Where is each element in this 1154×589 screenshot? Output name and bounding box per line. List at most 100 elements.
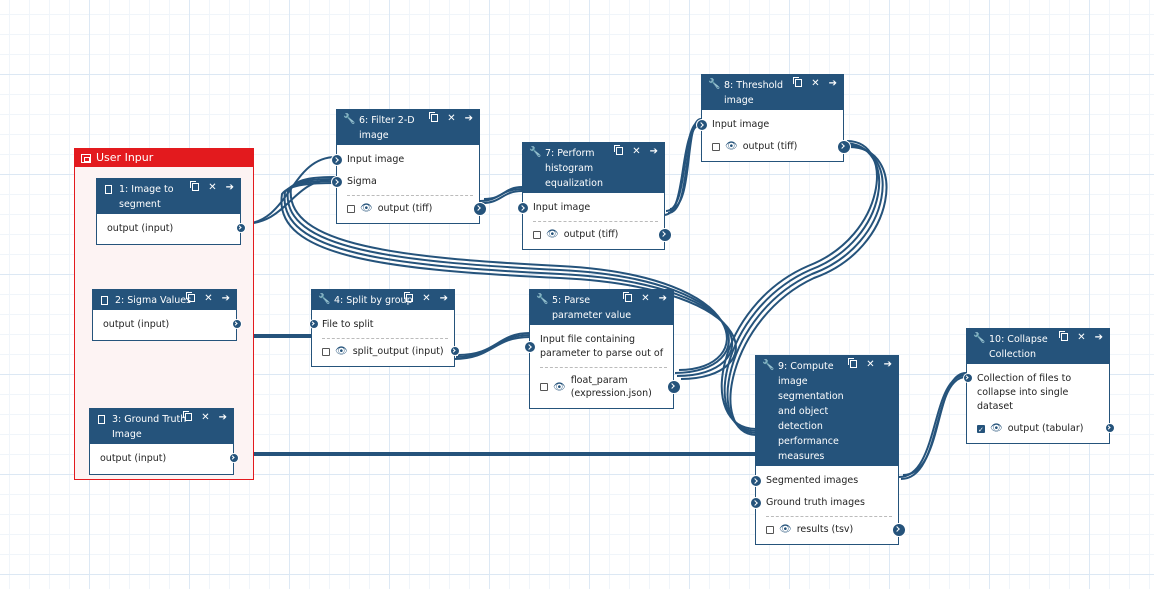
node-title-bar[interactable]: 🔧 9: Compute image segmentation and obje… [756,356,898,466]
node-title-bar[interactable]: 🔧 6: Filter 2-D image ✕ ➔ [337,110,479,145]
copy-icon[interactable] [404,292,414,302]
output-label: float_param (expression.json) [570,375,652,399]
close-icon[interactable]: ✕ [201,412,210,423]
node-title-bar[interactable]: 🔧 8: Threshold image ✕ ➔ [702,75,843,110]
copy-icon[interactable] [429,112,439,122]
node-image-to-segment[interactable]: 1: Image to segment ✕ ➔ output (input) [96,178,246,245]
node-title-bar[interactable]: 3: Ground Truth Image ✕ ➔ [90,409,233,444]
output-checkbox[interactable] [766,525,774,534]
eye-icon[interactable]: 👁 [360,203,373,214]
input-terminal[interactable] [309,319,319,329]
output-checkbox[interactable] [540,383,548,391]
input-terminal[interactable] [750,475,762,487]
arrow-right-icon[interactable]: ➔ [649,146,658,157]
eye-icon[interactable]: 👁 [779,524,792,535]
input-terminal[interactable] [524,341,536,353]
arrow-right-icon[interactable]: ➔ [658,293,667,304]
close-icon[interactable]: ✕ [208,182,217,193]
output-terminal[interactable] [667,380,681,394]
input-terminal[interactable] [331,176,343,188]
arrow-right-icon[interactable]: ➔ [1094,332,1103,343]
close-icon[interactable]: ✕ [811,78,820,89]
close-icon[interactable]: ✕ [866,359,875,370]
eye-icon[interactable]: 👁 [335,346,348,357]
output-label: output (input) [100,453,167,464]
close-icon[interactable]: ✕ [632,146,641,157]
output-label: results (tsv) [796,524,854,535]
node-collapse-collection[interactable]: 🔧 10: Collapse Collection ✕ ➔ Collection… [963,328,1115,444]
node-output: 👁 output (tiff) [712,136,851,157]
output-terminal[interactable] [450,345,460,356]
node-filter-2d-image[interactable]: 🔧 6: Filter 2-D image ✕ ➔ Input image Si… [331,109,487,224]
connection-n9-to-n10 [898,372,967,480]
node-title-bar[interactable]: 1: Image to segment ✕ ➔ [97,179,240,214]
close-icon[interactable]: ✕ [204,293,213,304]
output-terminal[interactable] [232,319,242,329]
output-checkbox[interactable] [533,230,541,239]
node-histogram-equalization[interactable]: 🔧 7: Perform histogram equalization ✕ ➔ … [517,142,672,250]
node-input: Collection of files to collapse into sin… [963,368,1103,418]
node-output: 👁 output (tabular) [977,418,1115,439]
copy-icon[interactable] [186,292,196,302]
arrow-right-icon[interactable]: ➔ [828,78,837,89]
node-title-bar[interactable]: 🔧 7: Perform histogram equalization ✕ ➔ [523,143,664,193]
input-terminal[interactable] [963,373,973,383]
eye-icon[interactable]: 👁 [725,141,738,152]
node-compute-segmentation-measures[interactable]: 🔧 9: Compute image segmentation and obje… [750,355,906,545]
close-icon[interactable]: ✕ [422,293,431,304]
input-terminal[interactable] [750,497,762,509]
node-parse-parameter-value[interactable]: 🔧 5: Parse parameter value ✕ ➔ Input fil… [524,289,681,409]
copy-icon[interactable] [623,292,633,302]
output-terminal[interactable] [837,139,851,154]
file-icon [101,296,108,305]
output-terminal[interactable] [236,223,246,233]
output-terminal[interactable] [1105,422,1115,433]
output-label: output (input) [107,223,174,234]
arrow-right-icon[interactable]: ➔ [883,359,892,370]
output-terminal[interactable] [658,227,672,242]
node-input: Input image [696,114,837,136]
copy-icon[interactable] [793,77,803,87]
node-title-bar[interactable]: 🔧 5: Parse parameter value ✕ ➔ [530,290,673,325]
node-title-bar[interactable]: 2: Sigma Values ✕ ➔ [93,290,236,310]
copy-icon[interactable] [614,145,624,155]
input-terminal[interactable] [517,202,529,214]
output-terminal[interactable] [892,522,906,537]
node-split-by-group[interactable]: 🔧 4: Split by group ✕ ➔ File to split 👁 … [309,289,460,367]
output-checkbox[interactable] [712,142,720,151]
node-sigma-values[interactable]: 2: Sigma Values ✕ ➔ output (input) [92,289,242,341]
output-terminal[interactable] [229,453,239,463]
copy-icon[interactable] [848,358,858,368]
input-terminal[interactable] [696,119,708,131]
close-icon[interactable]: ✕ [641,293,650,304]
node-title-bar[interactable]: 🔧 10: Collapse Collection ✕ ➔ [967,329,1109,364]
node-ground-truth-image[interactable]: 3: Ground Truth Image ✕ ➔ output (input) [89,408,239,475]
arrow-right-icon[interactable]: ➔ [464,113,473,124]
arrow-right-icon[interactable]: ➔ [218,412,227,423]
output-label: output (tabular) [1007,423,1084,434]
output-checkbox[interactable] [977,424,985,437]
output-terminal[interactable] [473,201,487,216]
close-icon[interactable]: ✕ [1077,332,1086,343]
arrow-right-icon[interactable]: ➔ [225,182,234,193]
eye-icon[interactable]: 👁 [546,229,559,240]
eye-icon[interactable]: 👁 [553,381,566,393]
node-output: output (input) [100,448,239,470]
output-checkbox[interactable] [322,347,330,356]
copy-icon[interactable] [183,411,193,421]
eye-icon[interactable]: 👁 [990,423,1003,434]
arrow-right-icon[interactable]: ➔ [439,293,448,304]
node-input: Ground truth images [750,492,892,514]
group-header[interactable]: User Inpur [75,149,253,167]
arrow-right-icon[interactable]: ➔ [221,293,230,304]
group-label: User Inpur [96,151,154,164]
file-icon [105,185,112,194]
node-title-bar[interactable]: 🔧 4: Split by group ✕ ➔ [312,290,454,310]
node-threshold-image[interactable]: 🔧 8: Threshold image ✕ ➔ Input image 👁 o… [696,74,851,162]
close-icon[interactable]: ✕ [447,113,456,124]
input-terminal[interactable] [331,154,343,166]
copy-icon[interactable] [190,181,200,191]
divider [766,516,892,517]
output-checkbox[interactable] [347,204,355,213]
copy-icon[interactable] [1059,331,1069,341]
